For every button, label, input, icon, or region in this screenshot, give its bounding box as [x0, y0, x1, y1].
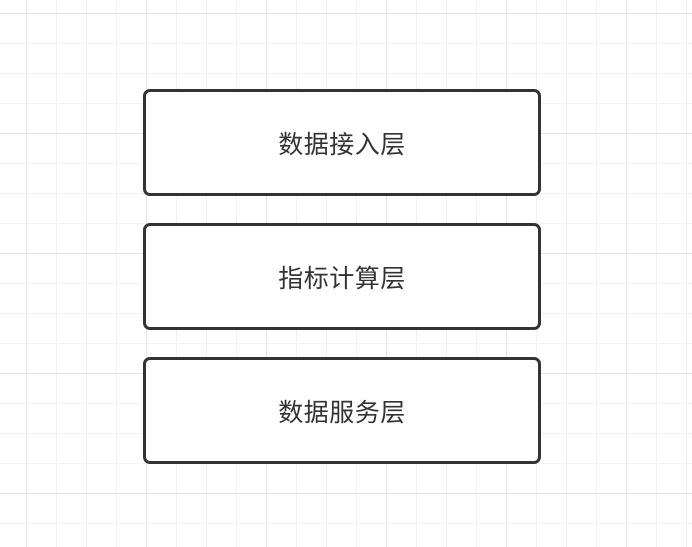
- layer-label: 数据服务层: [278, 397, 406, 427]
- layer-box-metric-computation[interactable]: 指标计算层: [143, 223, 541, 330]
- layer-label: 数据接入层: [278, 129, 406, 159]
- layer-box-data-ingestion[interactable]: 数据接入层: [143, 89, 541, 196]
- layer-box-data-service[interactable]: 数据服务层: [143, 357, 541, 464]
- layer-label: 指标计算层: [278, 263, 406, 293]
